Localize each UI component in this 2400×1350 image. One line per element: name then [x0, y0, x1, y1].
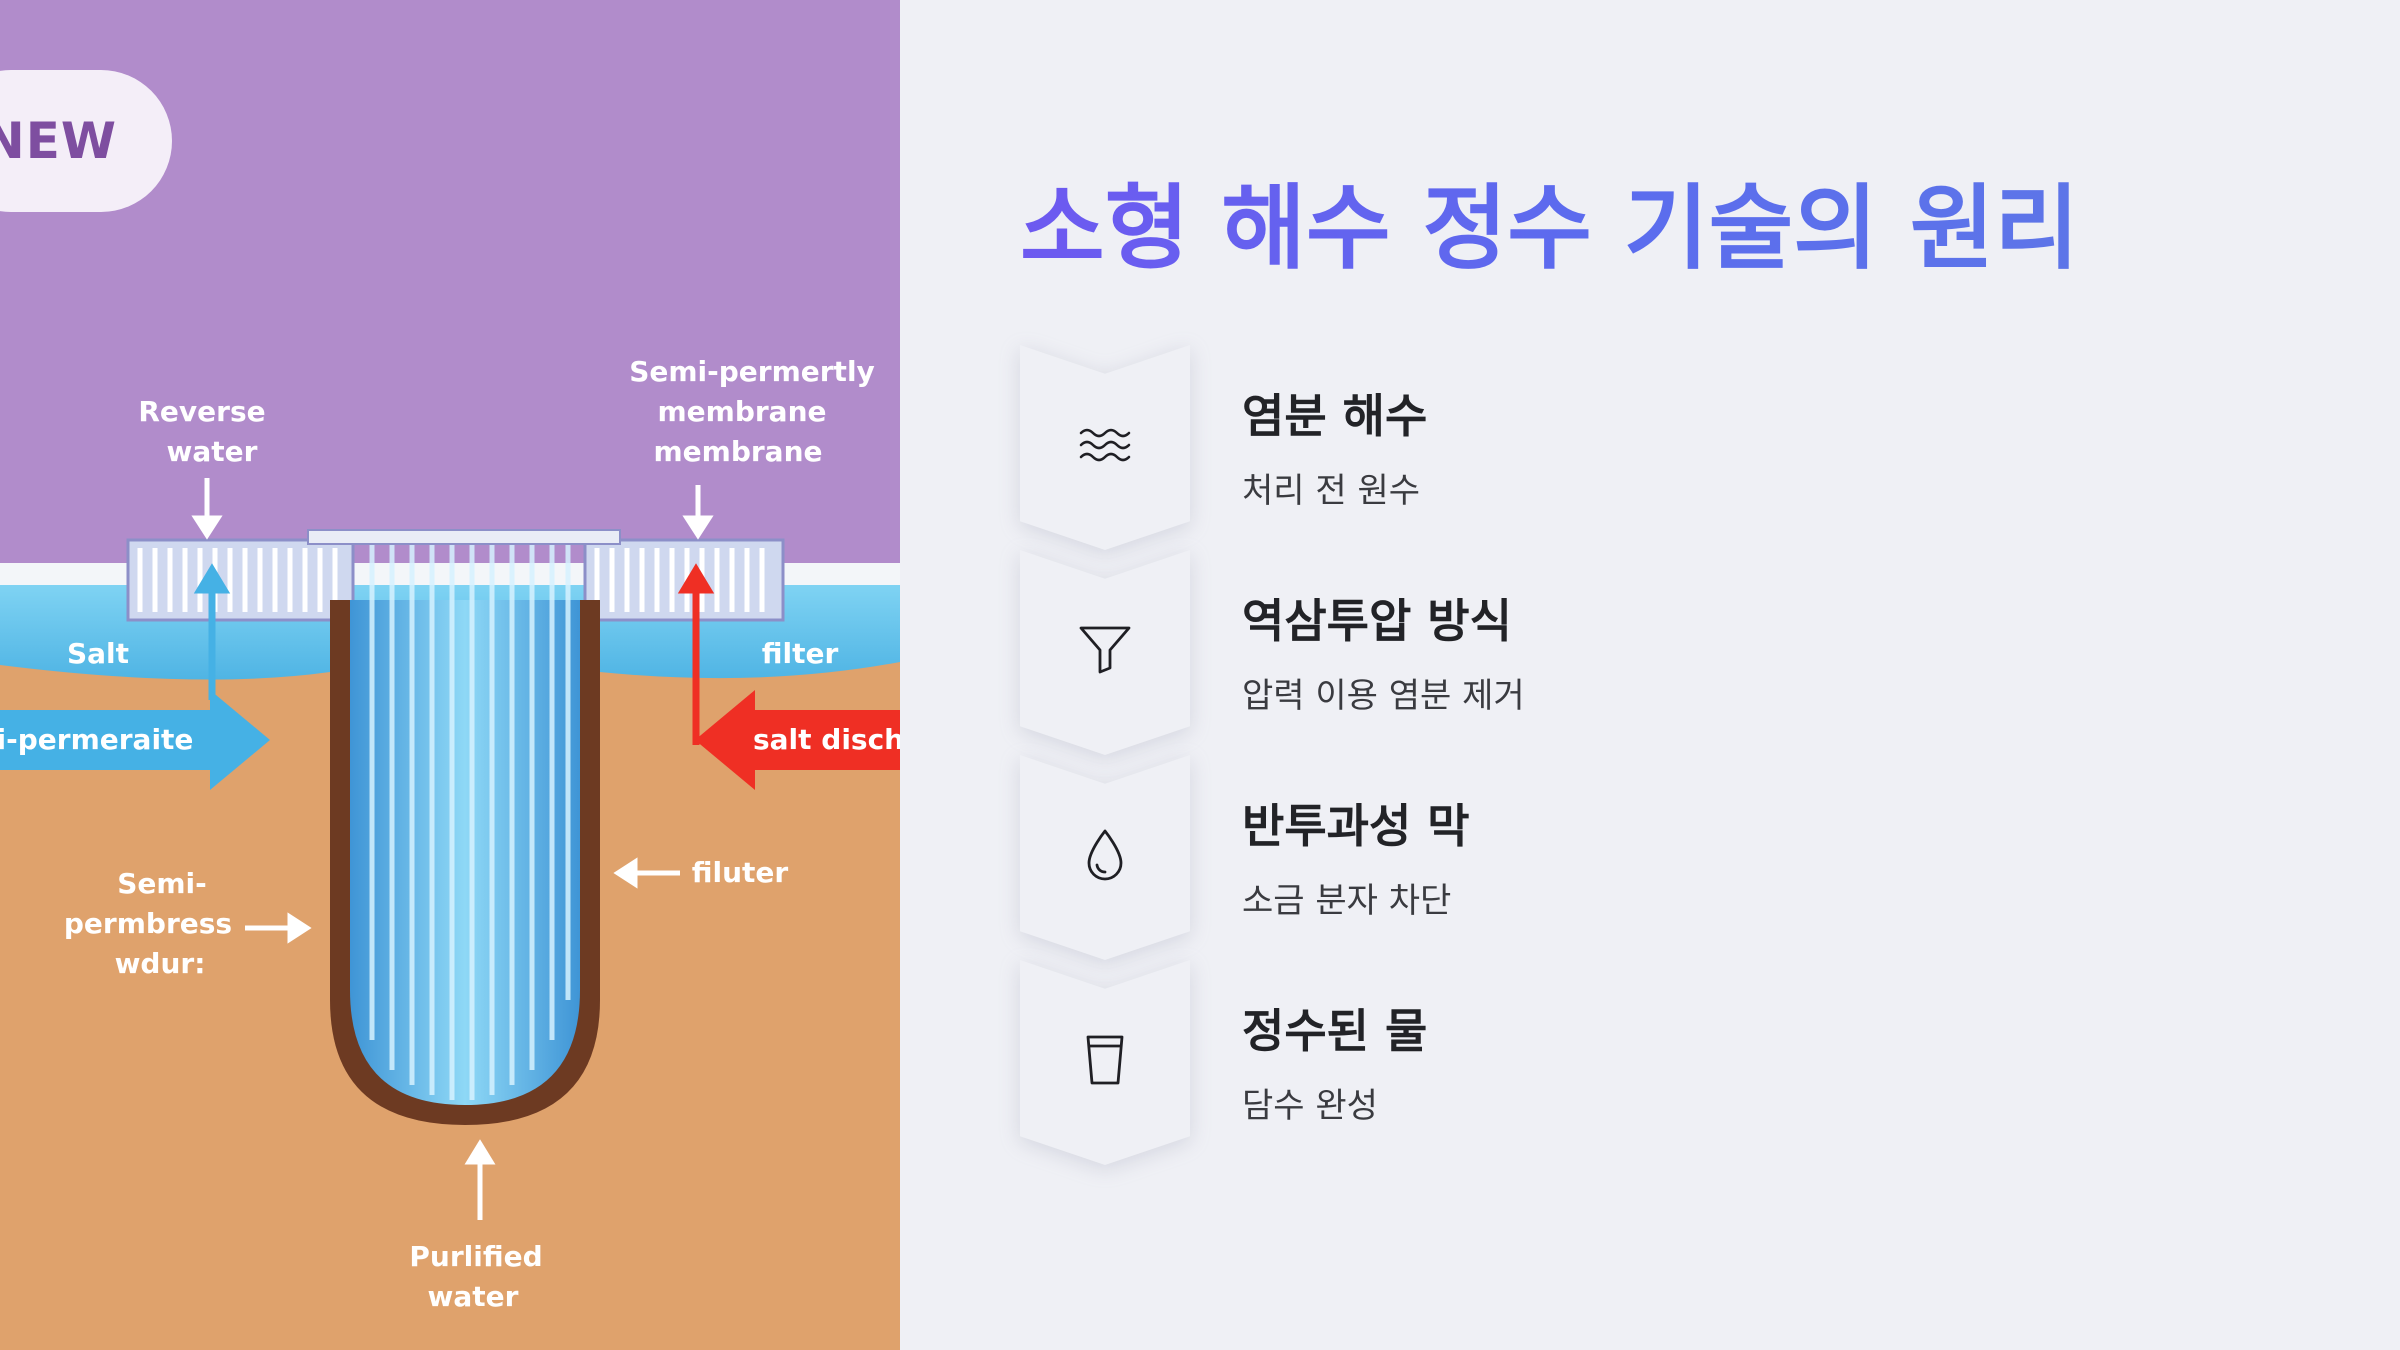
funnel-icon — [1065, 610, 1145, 690]
step-chevron — [1020, 550, 1190, 755]
step-chevron — [1020, 960, 1190, 1165]
step-title: 염분 해수 — [1242, 389, 1428, 443]
step-item: 역삼투압 방식 압력 이용 염분 제거 — [1020, 550, 2220, 755]
cup-icon — [1065, 1020, 1145, 1100]
label-semi-permbress-1: Semi- — [117, 867, 207, 900]
step-description: 담수 완성 — [1242, 1086, 1378, 1126]
new-badge: NEW — [0, 70, 172, 212]
step-title: 반투과성 막 — [1242, 799, 1470, 853]
page-title: 소형 해수 정수 기술의 원리 — [1020, 175, 2080, 282]
droplet-icon — [1065, 815, 1145, 895]
red-up-arrow — [677, 563, 715, 745]
step-chevron — [1020, 345, 1190, 550]
label-membrane-1: Semi-permertly — [629, 355, 875, 388]
label-membrane-2: membrane — [657, 395, 826, 428]
membrane-fibers — [369, 545, 571, 1100]
label-filuter: filuter — [692, 856, 789, 889]
label-semi-permbress-2: permbress — [64, 907, 232, 940]
label-reverse-water-2: water — [167, 435, 258, 468]
blue-up-arrow — [193, 563, 231, 700]
reverse-water-arrow — [191, 478, 223, 540]
step-description: 소금 분자 차단 — [1242, 881, 1452, 921]
step-item: 반투과성 막 소금 분자 차단 — [1020, 755, 2220, 960]
step-title: 정수된 물 — [1242, 1004, 1428, 1058]
label-membrane-3: membrane — [653, 435, 822, 468]
label-semi-permeraite: ni-permeraite — [0, 723, 193, 756]
membrane-cap — [307, 529, 621, 545]
label-purified-1: Purlified — [409, 1240, 542, 1273]
step-description: 압력 이용 염분 제거 — [1242, 676, 1525, 716]
discharge-arrow — [695, 690, 900, 790]
new-badge-label: NEW — [0, 112, 117, 170]
membrane-tube — [350, 600, 580, 1105]
step-item: 염분 해수 처리 전 원수 — [1020, 345, 2220, 550]
step-item: 정수된 물 담수 완성 — [1020, 960, 2220, 1165]
filuter-arrow — [613, 857, 680, 889]
label-reverse-water-1: Reverse — [138, 395, 265, 428]
label-semi-permbress-3: wdur: — [115, 947, 206, 980]
content-panel: 소형 해수 정수 기술의 원리 염분 해수 처리 전 원수 역삼투압 방식 — [900, 0, 2400, 1350]
label-filter: filter — [762, 637, 839, 670]
desalination-diagram: Reverse water Semi-permertly membrane me… — [0, 0, 900, 1350]
desalination-illustration: Reverse water Semi-permertly membrane me… — [0, 0, 900, 1350]
step-description: 처리 전 원수 — [1242, 471, 1421, 511]
label-salt: Salt — [67, 637, 129, 670]
step-title: 역삼투압 방식 — [1242, 594, 1512, 648]
label-purified-2: water — [428, 1280, 519, 1313]
inflow-arrow — [0, 690, 270, 790]
right-filter-box — [583, 538, 785, 622]
semi-permbress-arrow — [245, 912, 312, 944]
label-salt-discharge: salt discha — [753, 723, 900, 756]
left-filter-box — [126, 538, 355, 622]
purified-water-arrow — [464, 1139, 496, 1220]
membrane-arrow — [682, 485, 714, 540]
step-chevron — [1020, 755, 1190, 960]
waves-icon — [1065, 405, 1145, 485]
